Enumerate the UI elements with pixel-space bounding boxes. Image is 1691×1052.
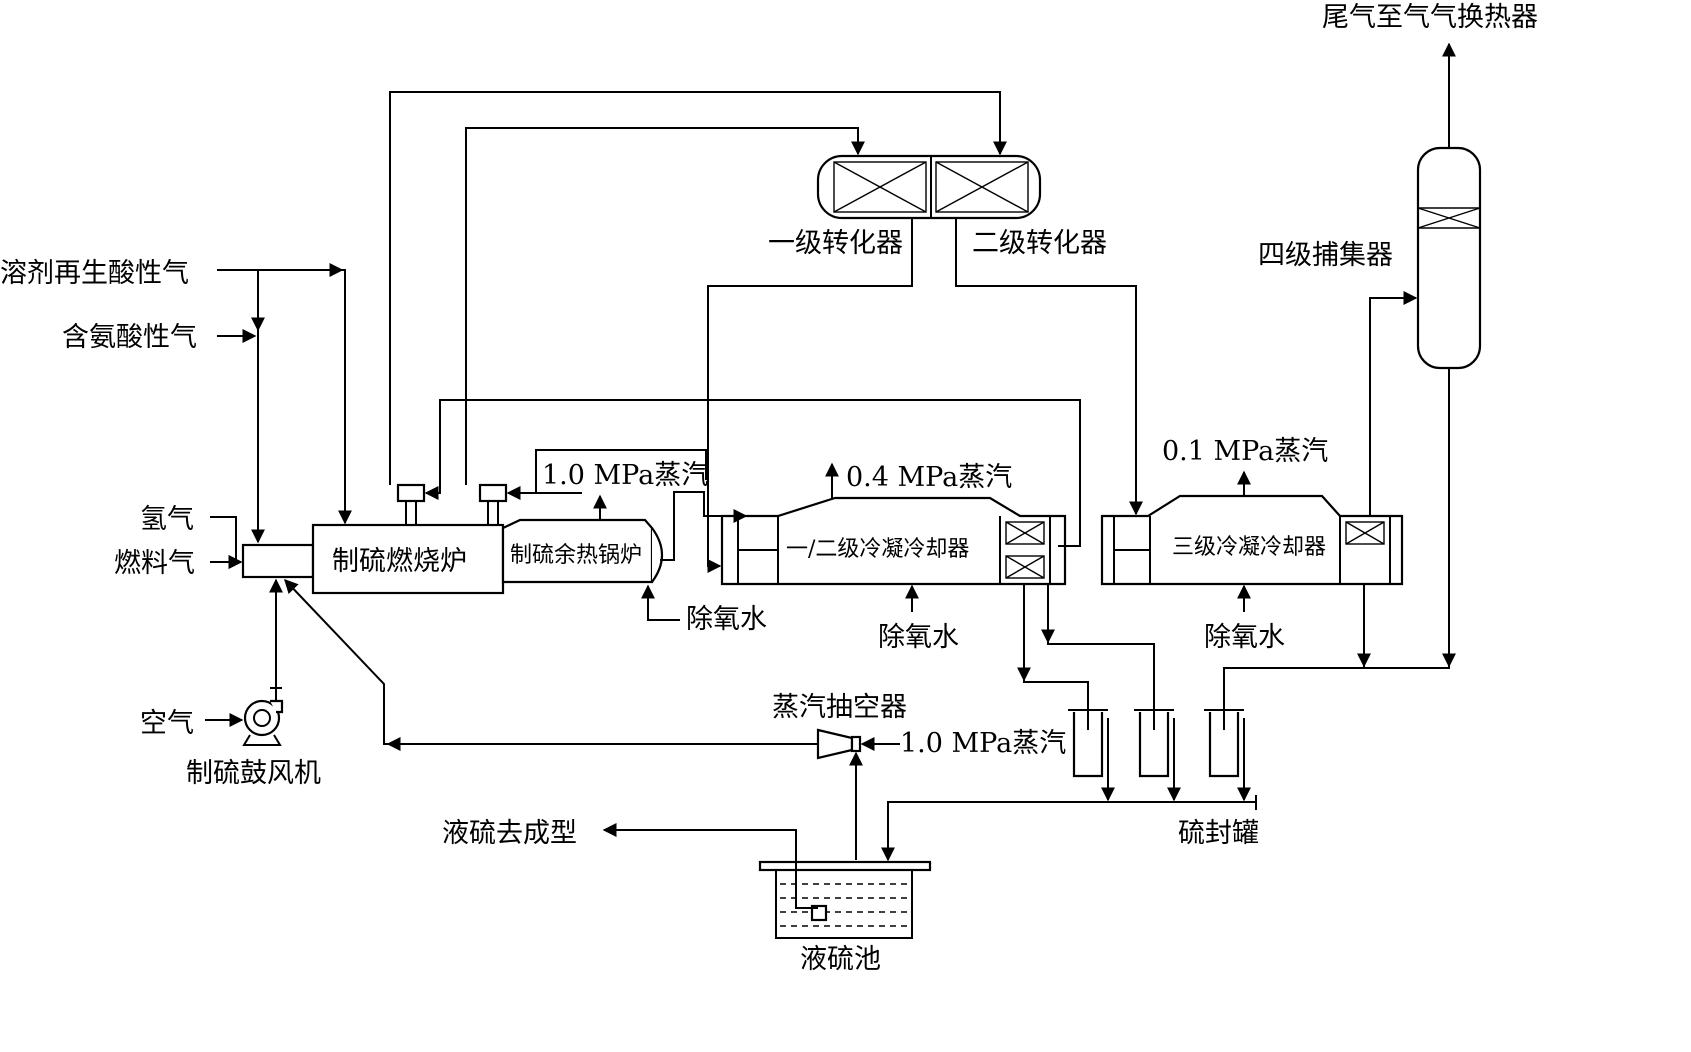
ejector-steam-label: 1.0 MPa蒸汽: [900, 728, 1066, 759]
ejector-recycle-pipe: [284, 578, 818, 745]
hydrogen-label: 氢气: [140, 504, 194, 535]
boiler-to-condenser-pipe: [660, 491, 748, 561]
sulfur-seal-tank: [1068, 709, 1244, 778]
air-label: 空气: [140, 708, 194, 739]
coalescer-vessel: [1416, 146, 1482, 370]
condenser12-drain-b: [1047, 584, 1155, 730]
burner: [241, 543, 315, 579]
sulfur-recovery-flow-diagram: 尾气至气气换热器 溶剂再生酸性气 含氨酸性气 氢气 燃料气 空气 制硫鼓风机 制…: [0, 2, 1538, 975]
coalescer-drain: [1364, 368, 1450, 669]
furnace-nozzle: [396, 483, 508, 525]
condenser12-drain-a: [1023, 584, 1089, 730]
ammonia-acid-gas-label: 含氨酸性气: [62, 322, 197, 353]
steam-0-1-label: 0.1 MPa蒸汽: [1162, 436, 1328, 467]
converter-2-label: 二级转化器: [972, 228, 1107, 259]
blower-label: 制硫鼓风机: [186, 758, 321, 789]
deaerated-water-label: 除氧水: [686, 604, 767, 635]
condenser-12-label: 一/二级冷凝冷却器: [786, 537, 969, 562]
sulfur-header-pipe: [881, 801, 1256, 862]
boiler-water-in: [641, 584, 680, 621]
solvent-acid-gas-pipe: [217, 269, 352, 525]
condenser-3-vessel: [1100, 494, 1404, 586]
steam-0-4-label: 0.4 MPa蒸汽: [846, 462, 1012, 493]
condenser-3-label: 三级冷凝冷却器: [1172, 535, 1326, 560]
hydrogen-pipe: [210, 516, 243, 569]
condenser-return-to-furnace: [424, 399, 1081, 547]
waste-heat-boiler-label: 制硫余热锅炉: [510, 543, 642, 568]
ejector-label: 蒸汽抽空器: [772, 692, 907, 723]
deaerated-water-label: 除氧水: [1204, 622, 1285, 653]
fuel-gas-label: 燃料气: [114, 548, 195, 579]
steam-1-0-label: 1.0 MPa蒸汽: [542, 460, 708, 491]
condenser3-drain: [1223, 584, 1365, 730]
boiler-end-cap: [651, 527, 664, 583]
condenser-12-vessel: [720, 496, 1067, 586]
sulfur-seal-tank-label: 硫封罐: [1178, 818, 1259, 849]
liquid-sulfur-forming-label: 液硫去成型: [442, 818, 577, 849]
liquid-sulfur-pit-tank: [758, 860, 932, 939]
boiler-steam-loop: [535, 449, 707, 494]
converter2-outlet-pipe: [955, 218, 1143, 516]
furnace-box: [311, 523, 505, 595]
coalescer-label: 四级捕集器: [1258, 240, 1393, 271]
condenser3-to-coalescer-pipe: [1369, 291, 1418, 516]
ejector-icon: [816, 728, 862, 760]
converter-1-label: 一级转化器: [768, 228, 903, 259]
furnace-label: 制硫燃烧炉: [332, 546, 467, 577]
blower-icon: [242, 684, 284, 746]
deaerated-water-label: 除氧水: [878, 622, 959, 653]
reheat-loop-1: [389, 91, 1007, 485]
solvent-acid-gas-label: 溶剂再生酸性气: [0, 258, 189, 289]
liquid-sulfur-pit-label: 液硫池: [800, 944, 881, 975]
liquid-sulfur-out-pipe: [602, 823, 818, 909]
reheat-loop-2: [465, 127, 865, 485]
tail-gas-label: 尾气至气气换热器: [1322, 2, 1538, 33]
converter1-outlet-pipe: [707, 218, 913, 573]
converter-vessel: [816, 154, 1042, 220]
